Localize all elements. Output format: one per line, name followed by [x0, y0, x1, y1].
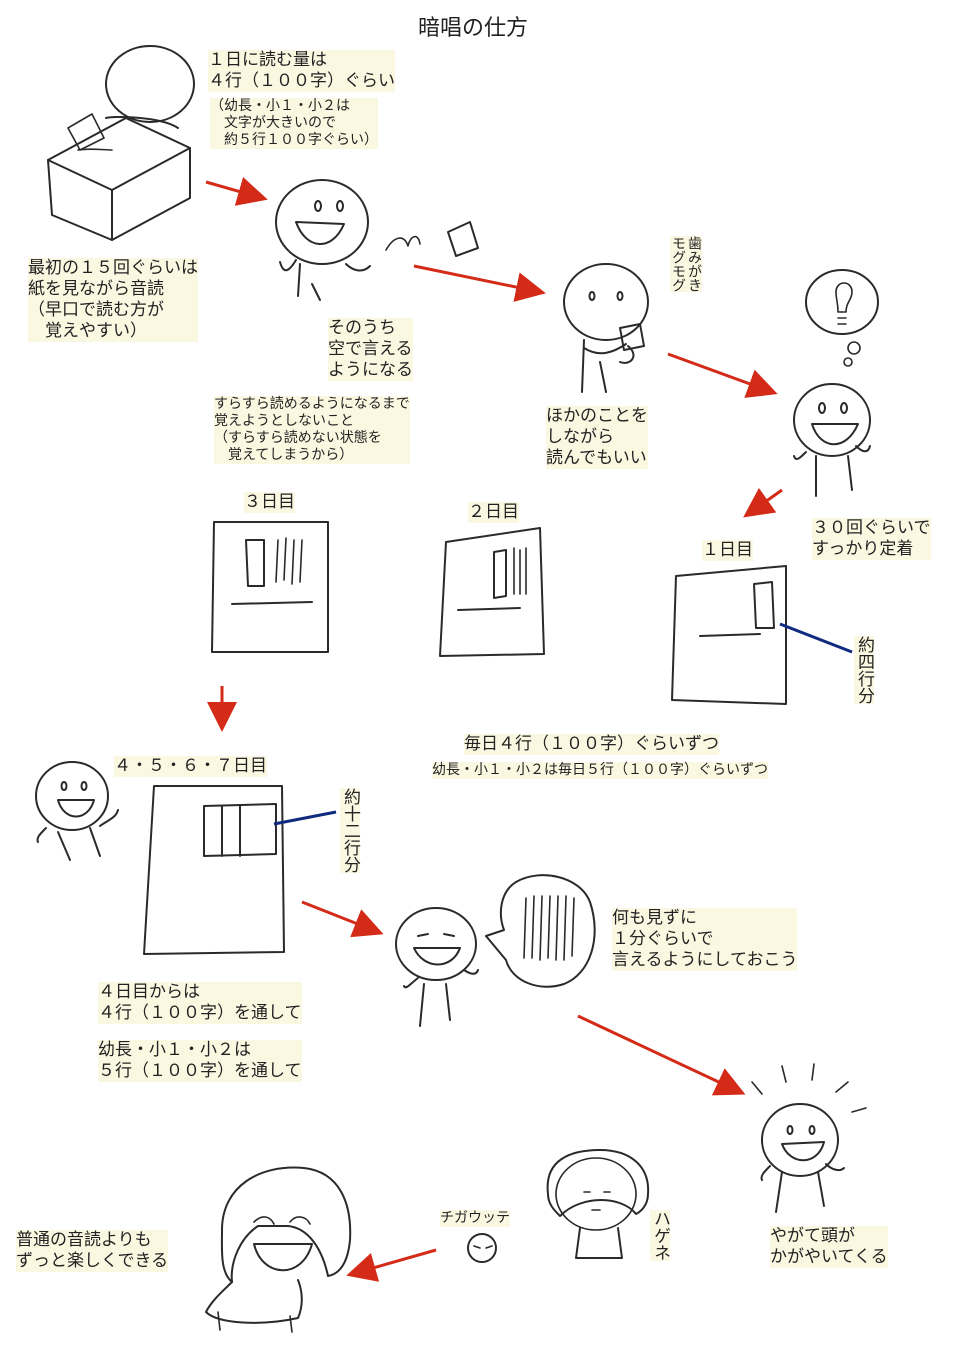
pointer-twelve-lines [273, 810, 337, 826]
dont-memorize-text: すらすら読めるようになるまで 覚えようとしないこと （すらすら読めない状態を 覚… [214, 396, 410, 464]
settled-text: ３０回ぐらいで すっかり定着 [812, 518, 931, 560]
wrong-comment-text: チガウッテ [440, 1210, 510, 1227]
happy-reciter-illustration [275, 179, 479, 301]
daily-rule-text: 毎日４行（１００字）ぐらいずつ [464, 734, 719, 755]
day2-page-illustration [439, 527, 545, 657]
approx-four-lines-label: 約四行分 [854, 636, 874, 704]
brushing-text: 歯みがき モグモグ [670, 236, 702, 292]
day1-label: １日目 [702, 540, 753, 561]
day3-label: ３日目 [244, 492, 295, 513]
from-day4-young-text: 幼長・小１・小２は ５行（１００字）を通して [98, 1040, 302, 1082]
arrow-reciter-to-shining [577, 1014, 746, 1096]
person-at-desk-illustration [47, 45, 195, 241]
bald-comment-child-illustration [546, 1149, 650, 1259]
shining-person-illustration [751, 1063, 867, 1213]
page-title: 暗唱の仕方 [418, 16, 529, 41]
laughing-girl-illustration [205, 1166, 352, 1333]
while-doing-text: ほかのことを しながら 読んでもいい [546, 406, 648, 469]
day4-7-label: ４・５・６・７日目 [114, 756, 267, 777]
tiny-face-illustration [467, 1233, 497, 1263]
arrow-brushing-to-idea [667, 352, 778, 398]
daily-rule-young-text: 幼長・小１・小２は毎日５行（１００字）ぐらいずつ [432, 762, 768, 779]
reciting-person-illustration [395, 874, 596, 1027]
arrow-desk-to-reciter [205, 176, 268, 206]
pointer-four-lines [779, 622, 853, 654]
idea-person-illustration [793, 269, 879, 497]
from-day4-text: ４日目からは ４行（１００字）を通して [98, 982, 302, 1024]
shine-text: やがて頭が かがやいてくる [770, 1226, 888, 1268]
day4-7-page-illustration [143, 785, 285, 955]
day2-label: ２日目 [468, 502, 519, 523]
approx-twelve-lines-label: 約十二行分 [340, 788, 360, 873]
day1-page-illustration [671, 565, 787, 705]
day3-page-illustration [211, 521, 329, 653]
daily-amount-young-text: （幼長・小１・小２は 文字が大きいので 約５行１００字ぐらい） [210, 98, 378, 149]
can-say-text: そのうち 空で言える ようになる [328, 318, 413, 381]
daily-amount-text: １日に読む量は ４行（１００字）ぐらい [208, 50, 395, 92]
first-reading-text: 最初の１５回ぐらいは 紙を見ながら音読 （早口で読む方が 覚えやすい） [28, 258, 198, 342]
one-minute-text: 何も見ずに １分ぐらいで 言えるようにしておこう [612, 908, 798, 971]
fun-text: 普通の音読よりも ずっと楽しくできる [16, 1230, 169, 1272]
arrow-idea-to-day1 [743, 487, 783, 518]
arrow-reciter-to-brushing [413, 264, 546, 302]
brushing-person-illustration [563, 263, 649, 393]
bald-comment-text: ハゲネ [650, 1210, 670, 1261]
arrow-page-to-reciter [301, 900, 384, 938]
arrow-to-laughing-girl [346, 1248, 437, 1282]
waving-person-illustration [35, 761, 119, 861]
